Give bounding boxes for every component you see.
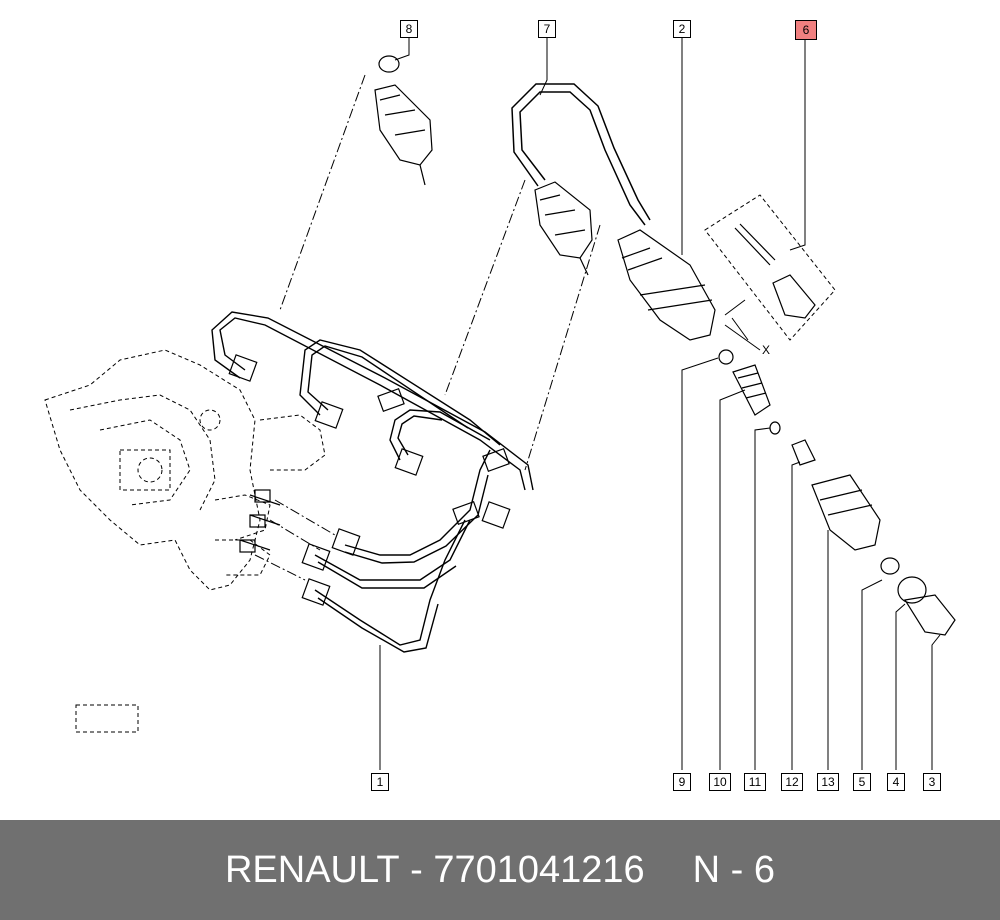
injector-pipe-assembly: [211, 311, 534, 653]
callout-7: 7: [538, 20, 556, 38]
callout-4: 4: [887, 773, 905, 791]
footer-separator: -: [399, 848, 434, 891]
diagram-position: N - 6: [692, 848, 776, 891]
callout-11: 11: [744, 773, 766, 791]
part-number: 7701041216: [433, 848, 645, 891]
nozzle-components: [718, 349, 956, 636]
pipe-nuts: [228, 354, 511, 606]
injector-top: [374, 55, 433, 186]
callout-10: 10: [709, 773, 731, 791]
callout-9: 9: [673, 773, 691, 791]
callout-3: 3: [923, 773, 941, 791]
leader-lines: [254, 74, 601, 581]
callout-1: 1: [371, 773, 389, 791]
part-footer-bar: RENAULT - 7701041216 N - 6: [0, 820, 1000, 920]
callout-6-highlighted: 6: [795, 20, 817, 40]
pump-connectors: [239, 489, 281, 553]
x-marker-label: X: [762, 343, 771, 357]
return-hose: [511, 83, 651, 226]
brand-name: RENAULT: [224, 848, 400, 891]
injector-holder: [617, 229, 716, 341]
exploded-parts-diagram: [44, 37, 956, 770]
callout-13: 13: [817, 773, 839, 791]
callout-leaders: [379, 37, 941, 770]
callout-5: 5: [853, 773, 871, 791]
engine-block: [44, 349, 326, 591]
callout-12: 12: [781, 773, 803, 791]
callout-2: 2: [673, 20, 691, 38]
nozzle-kit-box: [704, 194, 836, 341]
injector-middle: [534, 181, 593, 276]
callout-8: 8: [400, 20, 418, 38]
dashed-frame: [75, 704, 139, 733]
x-dimension-marker: [724, 299, 761, 351]
